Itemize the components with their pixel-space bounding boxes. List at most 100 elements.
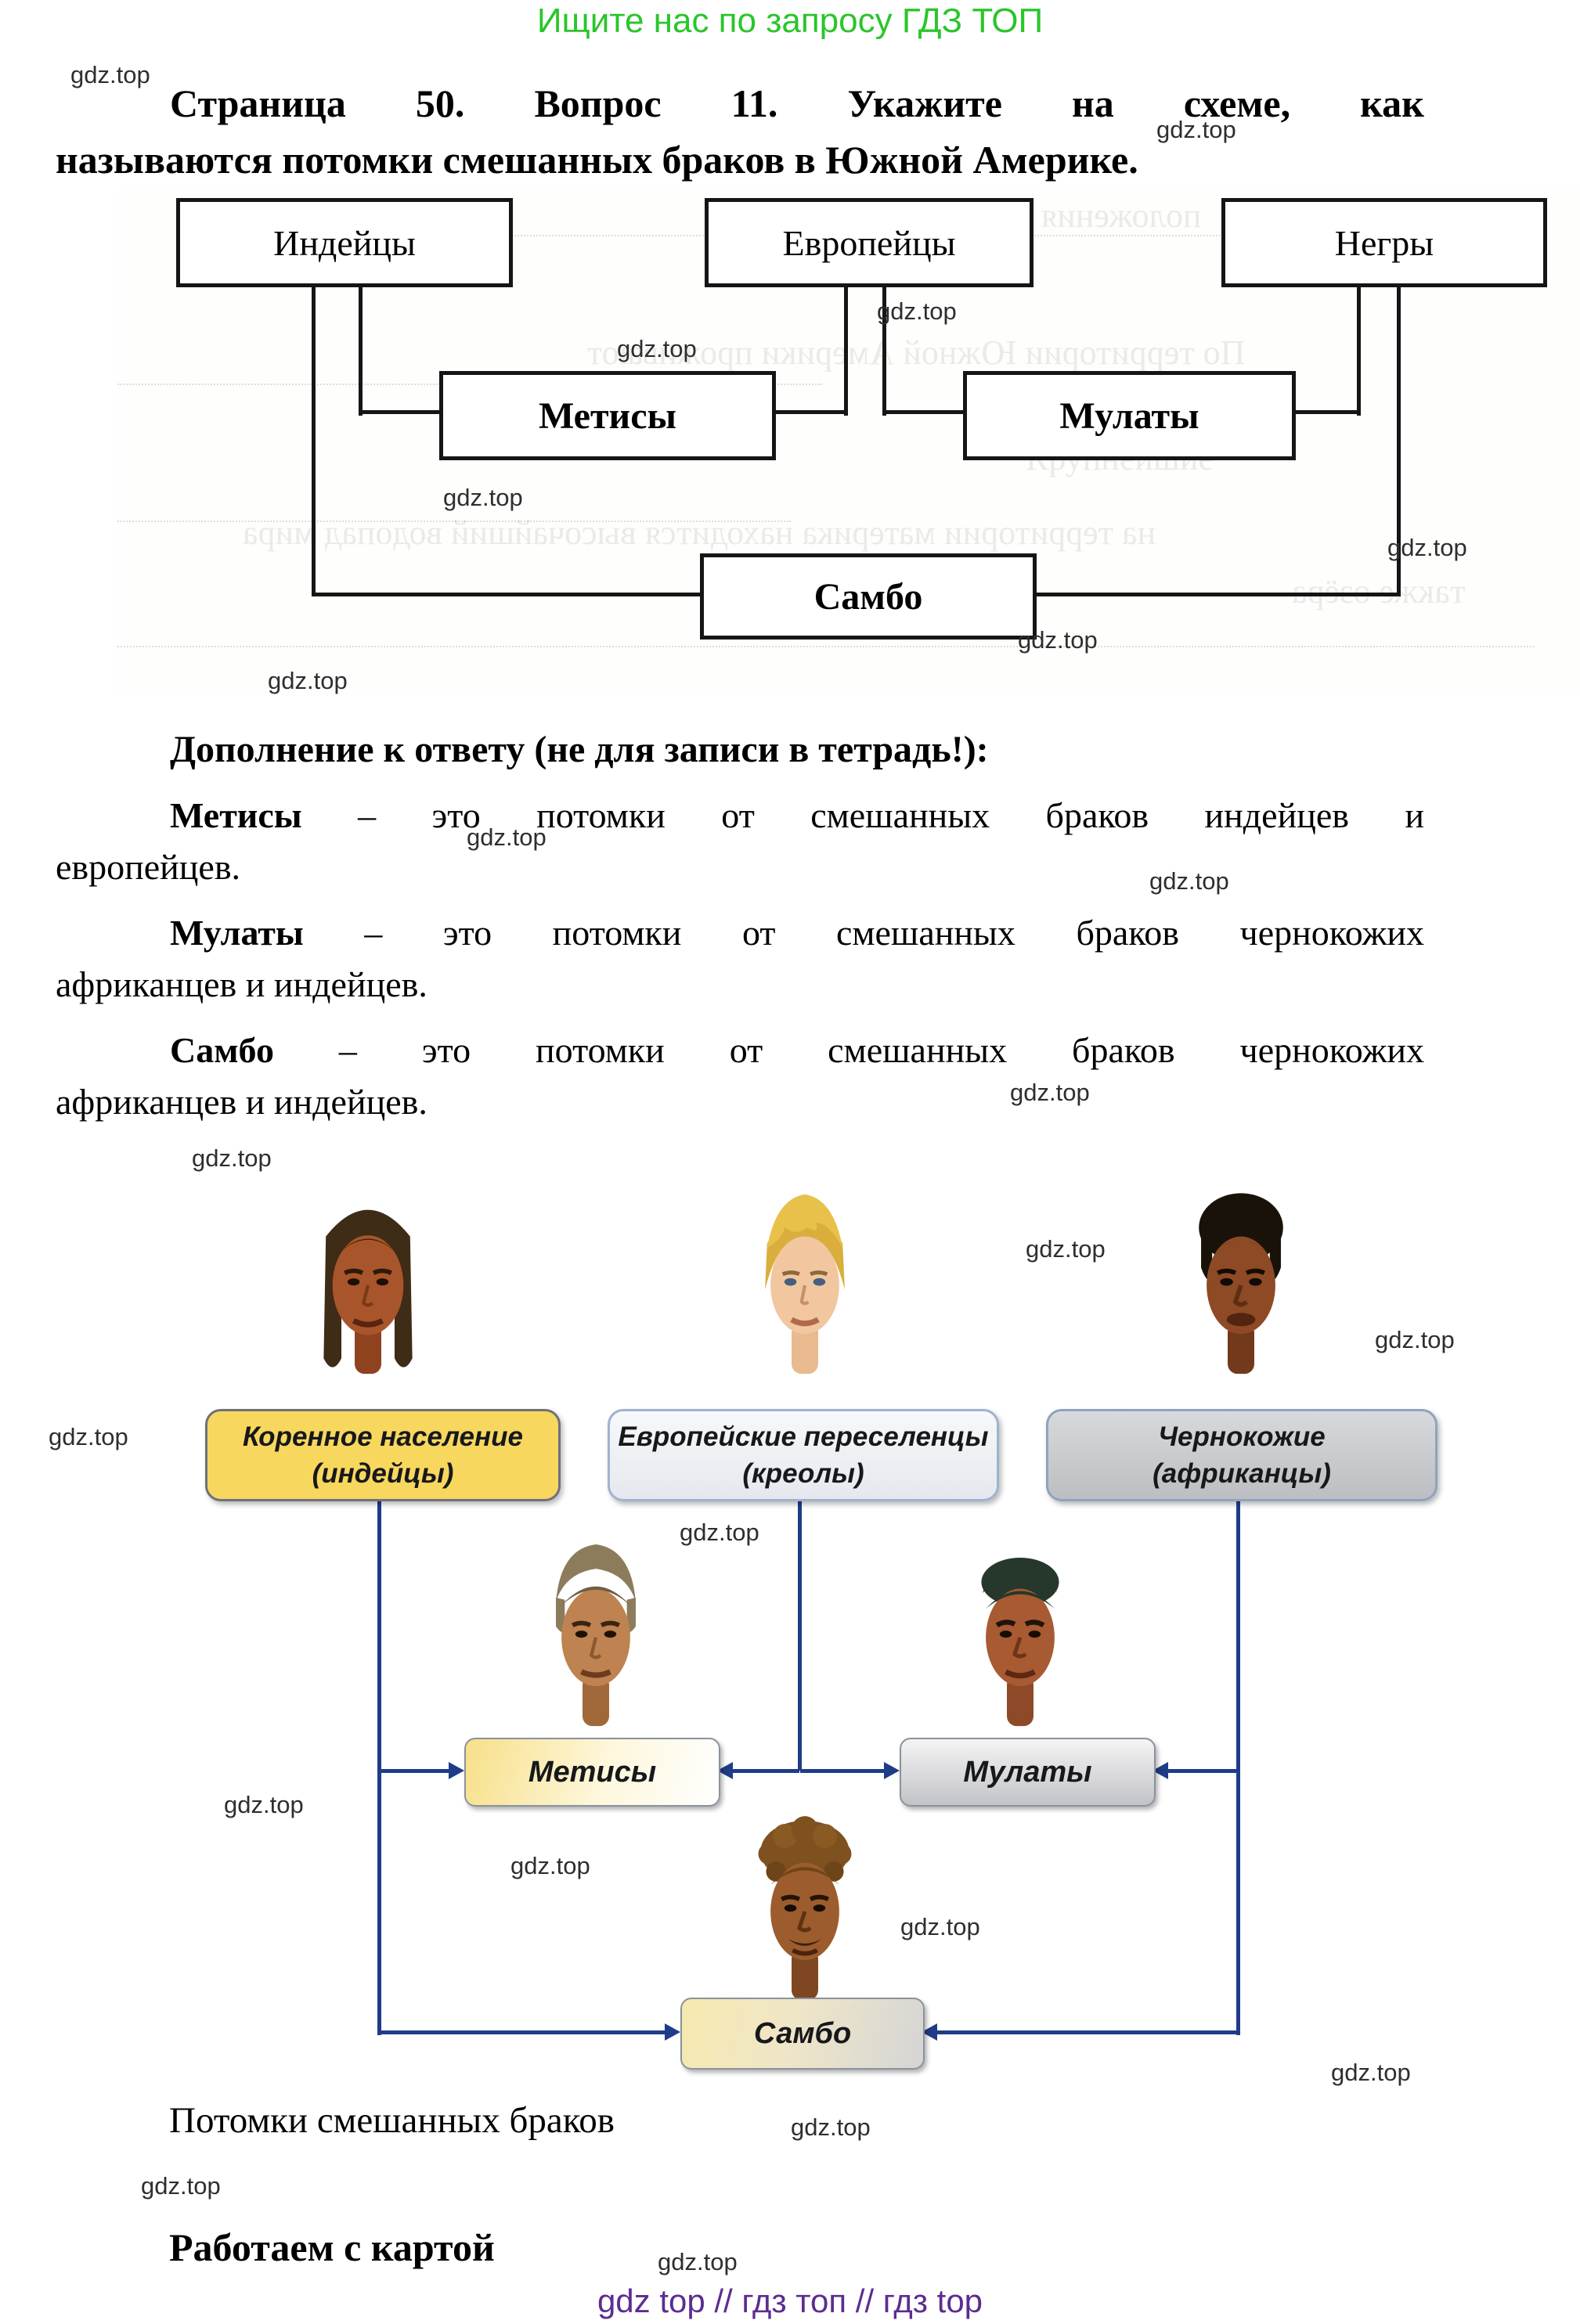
label-text: Чернокожие	[1158, 1421, 1326, 1452]
gdz-watermark: gdz.top	[617, 335, 697, 362]
label-indigenous: Коренное население (индейцы)	[205, 1409, 561, 1501]
arrowhead-left	[717, 1762, 733, 1779]
supplement-section: Дополнение к ответу (не для записи в тет…	[56, 724, 1424, 1128]
definition-text: – это потомки от смешанных браков чернок…	[303, 913, 1424, 953]
gdz-watermark: gdz.top	[1149, 867, 1229, 895]
gdz-watermark: gdz.top	[1387, 534, 1467, 561]
supplement-heading: Дополнение к ответу (не для записи в тет…	[170, 729, 989, 770]
european-person-face	[765, 1194, 845, 1375]
connector-line	[312, 279, 316, 596]
figure-connector-line	[377, 1497, 381, 2035]
mestizo-person-face	[556, 1544, 636, 1727]
connector-line	[1397, 279, 1401, 596]
footer-links[interactable]: gdz top // гдз топ // гдз top	[597, 2283, 983, 2319]
gdz-watermark: gdz.top	[510, 1852, 590, 1879]
definition-sambo: Самбо – это потомки от смешанных браков …	[56, 1025, 1424, 1128]
mulatto-person-face	[981, 1557, 1059, 1727]
arrowhead-right	[884, 1762, 900, 1779]
gdz-watermark: gdz.top	[192, 1144, 272, 1172]
scan-bleed-text: также озёра	[1292, 572, 1466, 611]
term-sambo: Самбо	[170, 1030, 274, 1070]
gdz-watermark: gdz.top	[658, 2248, 738, 2275]
label-text: Коренное население	[243, 1421, 523, 1452]
label-text: (креолы)	[742, 1458, 864, 1489]
work-with-map-heading: Работаем с картой	[169, 2225, 495, 2269]
gdz-watermark: gdz.top	[900, 1913, 980, 1940]
definition-text: европейцев.	[56, 847, 241, 887]
definition-text: – это потомки от смешанных браков чернок…	[273, 1030, 1424, 1070]
label-mestizos: Метисы	[464, 1738, 720, 1807]
african-person-face	[1199, 1193, 1283, 1375]
figure-connector-line	[800, 1769, 884, 1773]
definition-text: – это потомки от смешанных браков индейц…	[301, 795, 1424, 835]
connector-line	[882, 410, 963, 414]
figure-connector-line	[1236, 1497, 1240, 2035]
sambo-person-face	[758, 1816, 852, 2001]
definition-text: африканцев и индейцев.	[56, 964, 427, 1004]
connector-line	[359, 410, 439, 414]
gdz-watermark: gdz.top	[467, 823, 547, 851]
connector-line	[882, 279, 886, 416]
diagram-box-negroes: Негры	[1221, 198, 1547, 287]
gdz-watermark: gdz.top	[70, 61, 150, 88]
gdz-watermark: gdz.top	[443, 484, 523, 511]
gdz-watermark: gdz.top	[1018, 626, 1098, 654]
scan-noise-line	[117, 521, 791, 522]
indigenous-person-face	[323, 1209, 413, 1375]
label-black-africans: Чернокожие (африканцы)	[1046, 1409, 1438, 1501]
label-text: (африканцы)	[1153, 1458, 1331, 1489]
gdz-watermark: gdz.top	[49, 1423, 128, 1450]
gdz-watermark: gdz.top	[1026, 1235, 1106, 1263]
label-european-settlers: Европейские переселенцы (креолы)	[608, 1409, 999, 1501]
diagram-box-mestizos: Метисы	[439, 371, 776, 460]
connector-line	[312, 593, 700, 596]
term-mulattoes: Мулаты	[170, 913, 304, 953]
diagram-box-europeans: Европейцы	[705, 198, 1033, 287]
arrowhead-left	[1153, 1762, 1168, 1779]
gdz-watermark: gdz.top	[141, 2172, 221, 2200]
gdz-watermark: gdz.top	[268, 667, 348, 694]
figure-connector-line	[798, 1497, 802, 1771]
gdz-watermark: gdz.top	[1331, 2059, 1411, 2086]
promo-banner: Ищите нас по запросу ГДЗ ТОП	[536, 2, 1044, 40]
diagram-box-mulattoes: Мулаты	[963, 371, 1296, 460]
diagram-box-sambo: Самбо	[700, 553, 1037, 640]
figure-connector-line	[733, 1769, 799, 1773]
gdz-watermark: gdz.top	[1375, 1326, 1455, 1353]
question-title-line1: Страница 50. Вопрос 11. Укажите на схеме…	[170, 81, 1424, 125]
gdz-watermark: gdz.top	[680, 1519, 759, 1546]
figure-connector-line	[1168, 1769, 1238, 1773]
definition-mestizos: Метисы – это потомки от смешанных браков…	[56, 790, 1424, 893]
figure-connector-line	[379, 2030, 665, 2034]
label-sambo: Самбо	[680, 1998, 925, 2070]
figure-connector-line	[937, 2030, 1239, 2034]
gdz-watermark: gdz.top	[1010, 1079, 1090, 1106]
question-title-line2: называются потомки смешанных браков в Юж…	[56, 138, 1138, 182]
scan-bleed-text: на территории материка находится высочай…	[243, 513, 1156, 552]
figure-connector-line	[379, 1769, 449, 1773]
gdz-watermark: gdz.top	[1156, 116, 1236, 143]
label-mulattoes: Мулаты	[900, 1738, 1156, 1807]
connector-line	[1029, 593, 1401, 596]
question-title: Страница 50. Вопрос 11. Укажите на схеме…	[56, 75, 1424, 188]
definition-mulattoes: Мулаты – это потомки от смешанных браков…	[56, 907, 1424, 1011]
arrowhead-right	[665, 2023, 680, 2041]
gdz-watermark: gdz.top	[791, 2113, 871, 2141]
connector-line	[1288, 410, 1361, 414]
scheme-question-diagram: Индейцы Европейцы Негры Метисы Мулаты Са…	[117, 188, 1580, 697]
definition-text: африканцев и индейцев.	[56, 1082, 427, 1122]
connector-line	[768, 410, 848, 414]
connector-line	[844, 279, 848, 416]
label-text: (индейцы)	[312, 1458, 454, 1489]
scan-noise-line	[117, 646, 1535, 647]
connector-line	[359, 279, 363, 416]
connector-line	[1357, 279, 1361, 416]
arrowhead-left	[922, 2023, 937, 2041]
figure-caption: Потомки смешанных браков	[169, 2100, 615, 2141]
term-mestizos: Метисы	[170, 795, 302, 835]
scan-bleed-text: положения	[1041, 196, 1202, 235]
diagram-box-indians: Индейцы	[176, 198, 513, 287]
arrowhead-right	[449, 1762, 464, 1779]
label-text: Европейские переселенцы	[618, 1421, 989, 1452]
